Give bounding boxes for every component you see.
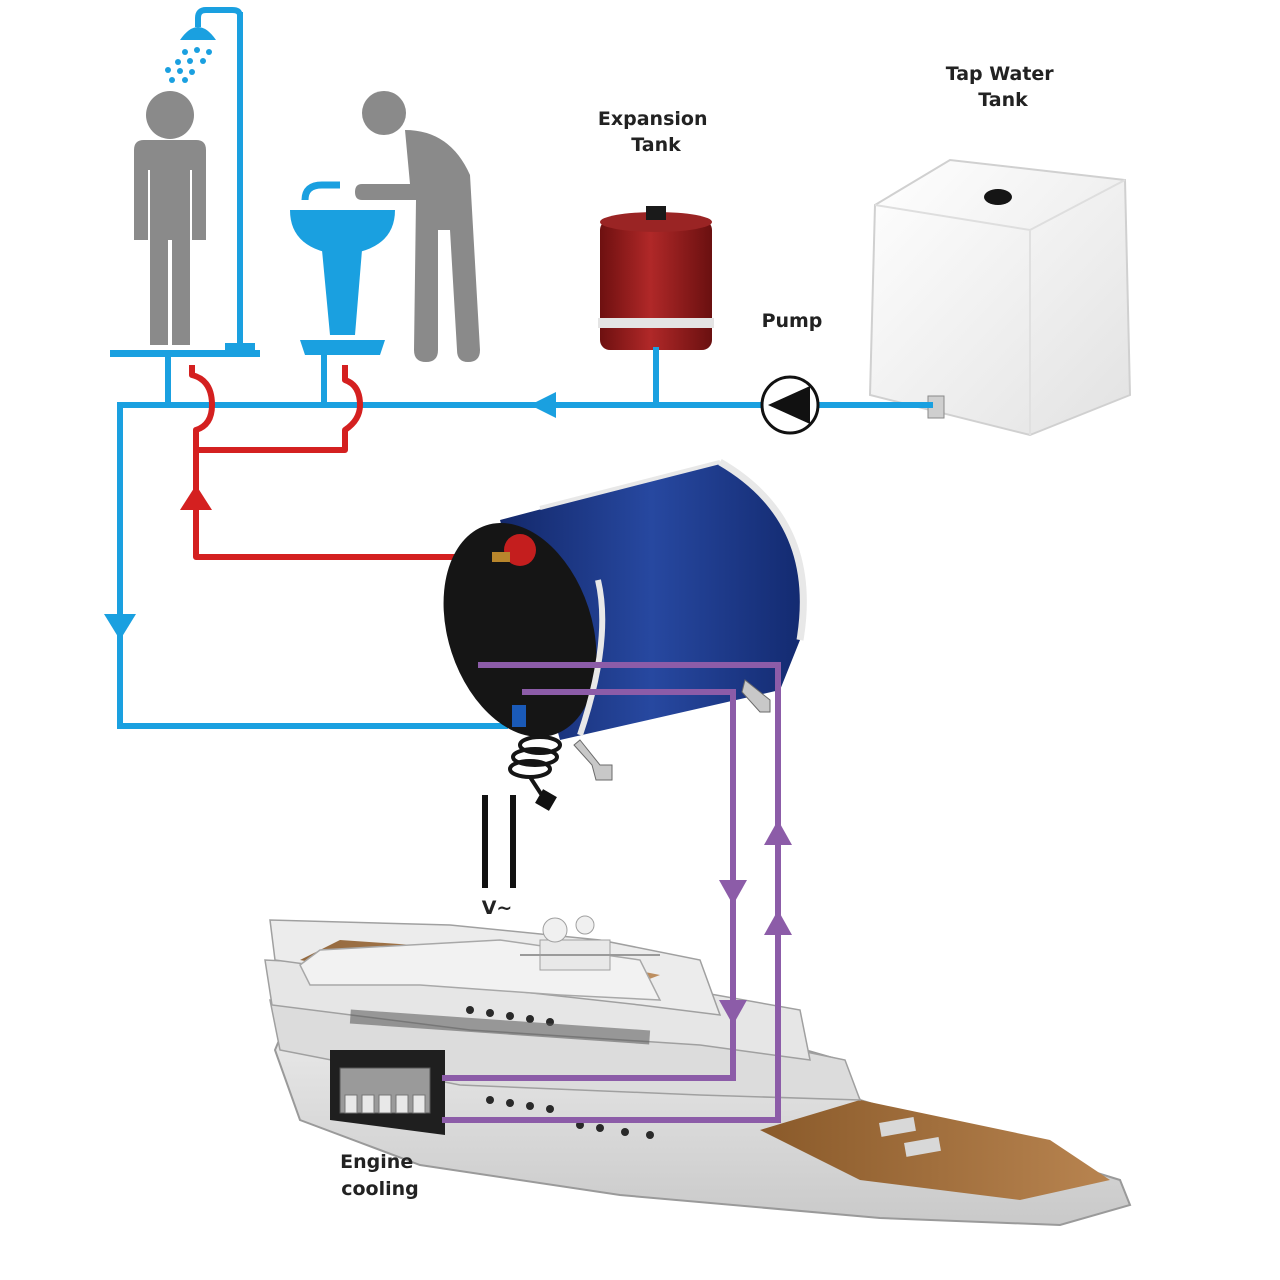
standing-person-icon <box>134 91 206 345</box>
expansion-tank-label: Expansion Tank <box>598 108 714 156</box>
expansion-tank-label-line2: Tank <box>631 134 681 156</box>
engine-cooling-arrows <box>719 820 792 1025</box>
shower-floor <box>110 350 260 357</box>
heater-end-cap <box>443 523 597 737</box>
hot-outlet <box>504 534 536 566</box>
pump-icon <box>760 375 820 435</box>
tap-water-tank-label-line1: Tap Water <box>946 63 1055 85</box>
engine-room <box>330 1050 445 1135</box>
hot-water-lines <box>189 365 500 560</box>
washing-person-icon <box>355 91 480 362</box>
yacht <box>264 915 1132 1227</box>
cold-water-arrows <box>104 392 556 640</box>
expansion-tank <box>598 206 714 350</box>
hot-water-arrow <box>180 485 212 510</box>
cold-water-lines <box>117 7 933 729</box>
sink-icon <box>290 181 395 355</box>
engine-cooling-label-line1: Engine <box>340 1151 413 1173</box>
engine-cooling-label: Engine cooling <box>340 1151 420 1200</box>
water-heater <box>443 458 807 781</box>
tap-water-tank-label: Tap Water Tank <box>946 63 1061 111</box>
portholes <box>466 1006 654 1139</box>
voltage-label: V~ <box>482 897 513 919</box>
tank-cap <box>984 189 1012 205</box>
heater-brackets <box>573 679 771 781</box>
electrical-symbol-icon <box>482 795 516 888</box>
engine-cooling-label-line2: cooling <box>341 1178 419 1200</box>
power-plug <box>535 789 557 811</box>
power-cable <box>508 735 562 802</box>
shower-icon <box>165 27 216 83</box>
tap-water-tank-label-line2: Tank <box>978 89 1028 111</box>
pump-label: Pump <box>762 310 823 332</box>
expansion-tank-label-line1: Expansion <box>598 108 708 130</box>
tap-water-tank <box>868 158 1132 437</box>
